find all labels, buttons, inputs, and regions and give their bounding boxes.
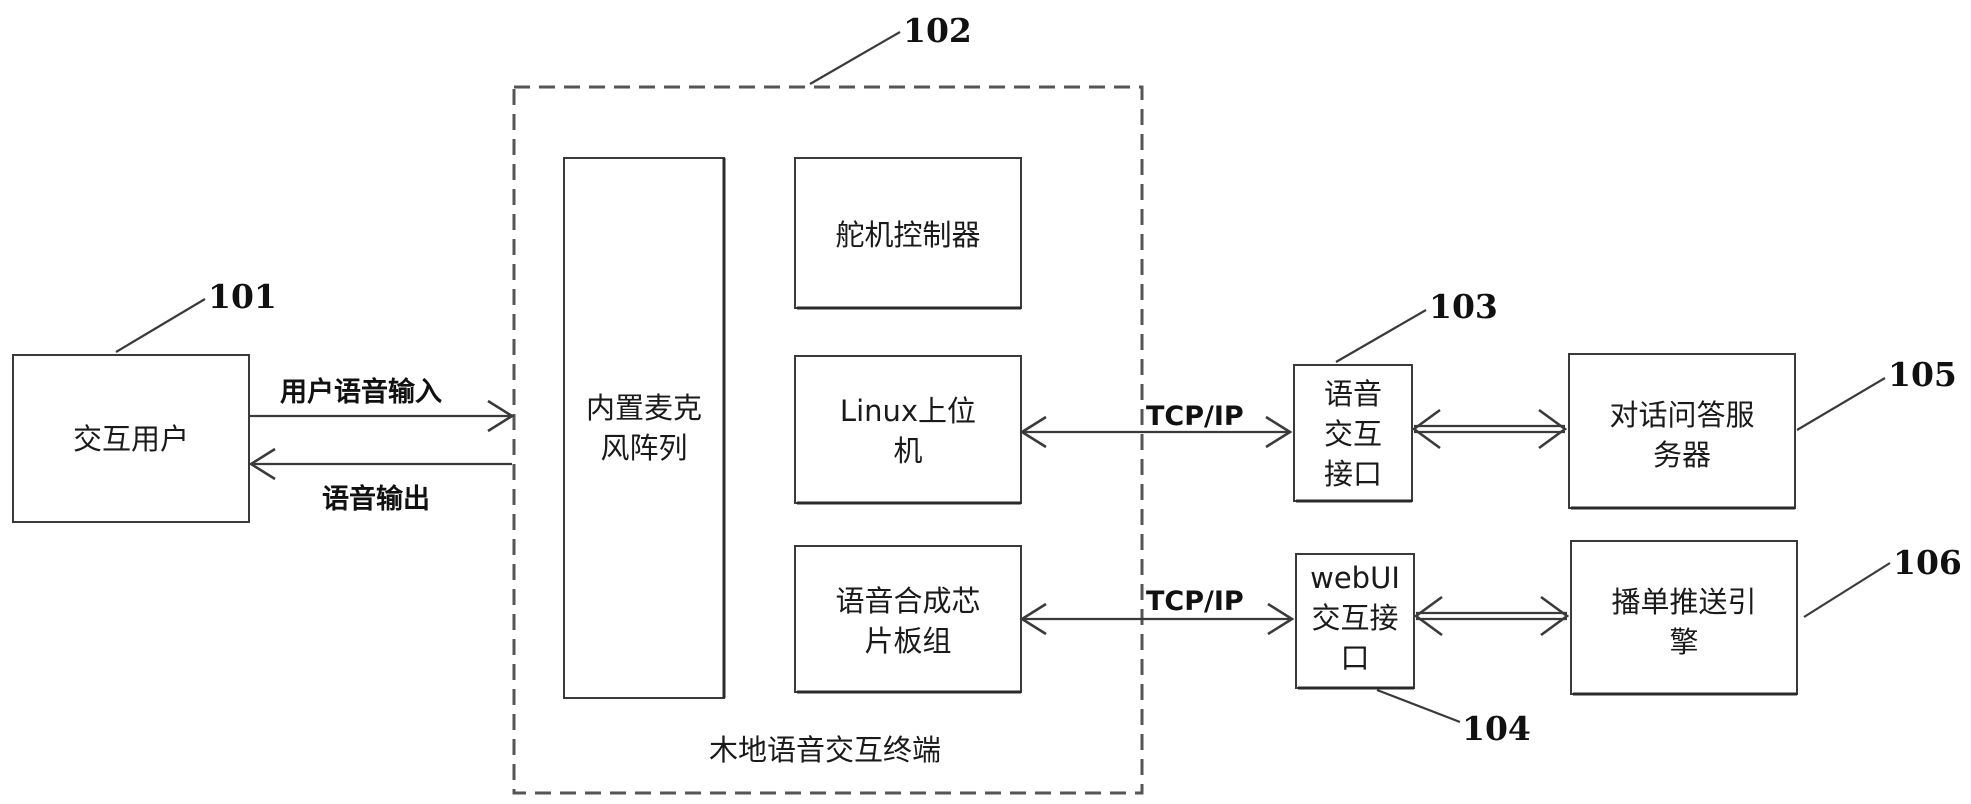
qa-server-box: 对话问答服 务器 (1568, 353, 1796, 510)
ref-103: 103 (1429, 287, 1498, 326)
ref-102-leader (809, 31, 901, 85)
ref-104-leader (1376, 688, 1461, 724)
tcp-ip-label-1: TCP/IP (1146, 401, 1244, 432)
push-label-line1: 播单推送引 (1611, 585, 1756, 619)
push-engine-box: 播单推送引 擎 (1570, 540, 1798, 696)
tts-web-if-arrow (1019, 602, 1295, 636)
voice-if-qa-arrow (1411, 408, 1568, 450)
voice-if-line2: 交互 (1324, 417, 1382, 451)
linux-host-box: Linux上位 机 (794, 355, 1022, 505)
voice-if-line1: 语音 (1324, 377, 1382, 411)
ref-103-leader (1335, 309, 1427, 363)
ref-104: 104 (1462, 709, 1531, 748)
web-if-line3: 口 (1340, 641, 1369, 675)
linux-label-line2: 机 (893, 434, 922, 468)
voice-input-label: 用户语音输入 (280, 376, 442, 408)
voice-input-arrow (249, 399, 515, 433)
push-label-line2: 擎 (1669, 625, 1698, 659)
ref-106: 106 (1893, 543, 1962, 582)
voice-output-arrow (248, 447, 512, 481)
voice-if-line3: 接口 (1324, 457, 1382, 491)
mic-array-box: 内置麦克 风阵列 (563, 157, 726, 699)
linux-voice-if-arrow (1019, 415, 1293, 449)
voice-interface-box: 语音 交互 接口 (1293, 364, 1413, 503)
tts-chip-box: 语音合成芯 片板组 (794, 545, 1022, 694)
user-label: 交互用户 (73, 422, 189, 456)
ref-105-leader (1796, 377, 1886, 431)
web-if-push-arrow (1413, 595, 1570, 637)
linux-label-line1: Linux上位 (840, 394, 976, 428)
voice-output-label: 语音输出 (322, 483, 430, 515)
web-if-line2: 交互接 (1311, 601, 1398, 635)
mic-label-line2: 风阵列 (600, 431, 687, 465)
local-terminal-boundary (512, 85, 1144, 795)
qa-label-line1: 对话问答服 (1609, 398, 1754, 432)
terminal-label: 木地语音交互终端 (709, 733, 941, 767)
tts-label-line2: 片板组 (864, 624, 951, 658)
tts-label-line1: 语音合成芯 (835, 584, 980, 618)
ref-106-leader (1803, 562, 1891, 618)
ref-105: 105 (1888, 355, 1957, 394)
ref-101: 101 (208, 277, 277, 316)
tcp-ip-label-2: TCP/IP (1146, 586, 1244, 617)
webui-interface-box: webUI 交互接 口 (1295, 553, 1415, 690)
ref-102: 102 (903, 11, 972, 50)
mic-label-line1: 内置麦克 (586, 391, 702, 425)
interactive-user-box: 交互用户 (12, 354, 250, 523)
qa-label-line2: 务器 (1653, 438, 1711, 472)
servo-controller-box: 舵机控制器 (794, 157, 1022, 310)
web-if-line1: webUI (1310, 561, 1400, 595)
ref-101-leader (115, 298, 206, 353)
servo-label: 舵机控制器 (835, 218, 980, 252)
